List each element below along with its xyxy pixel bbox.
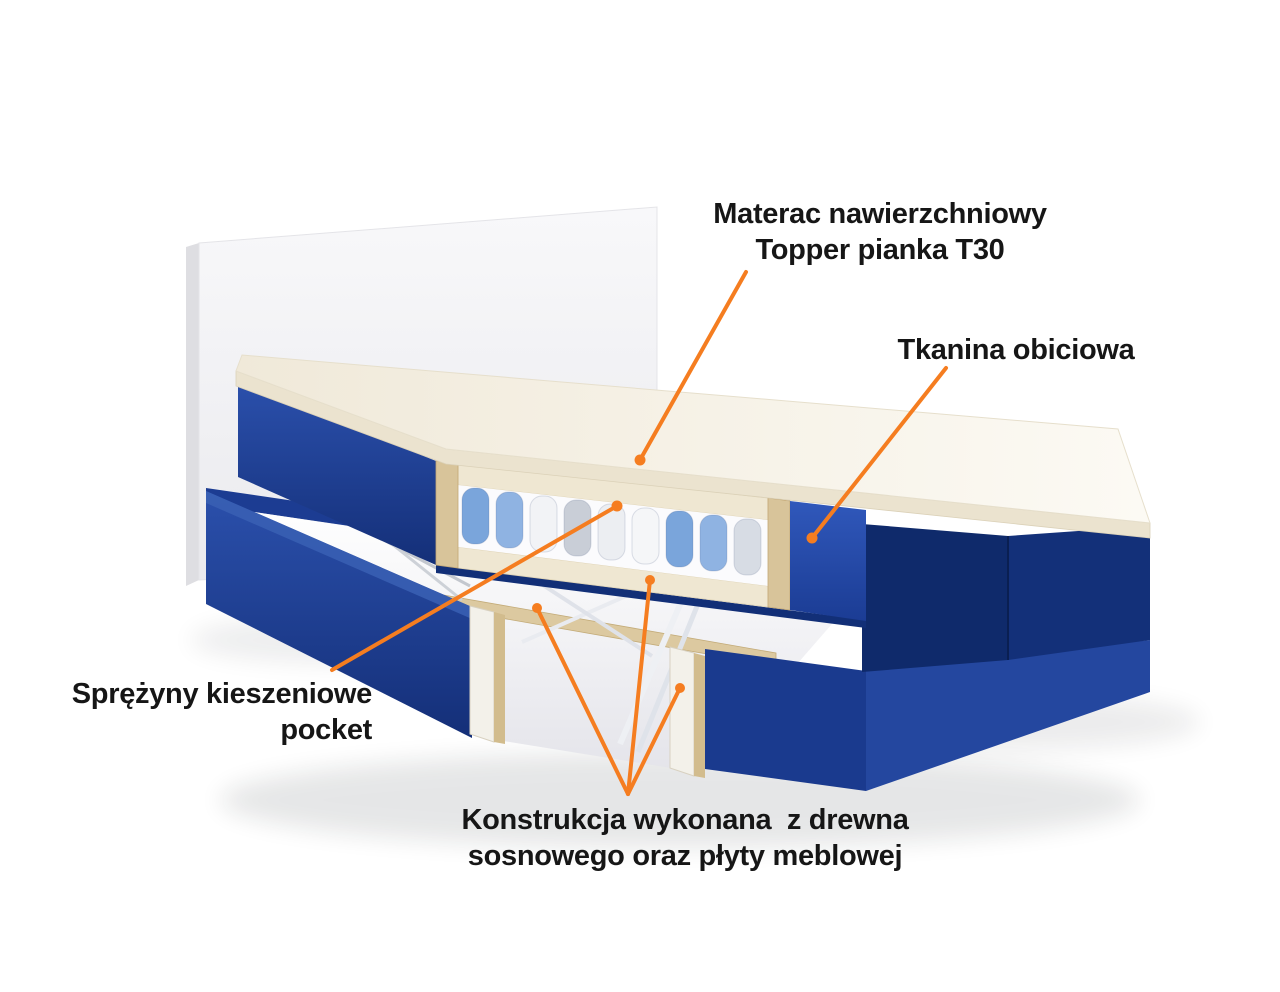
- annotation-dot-construction-right: [675, 683, 685, 693]
- label-topper: Materac nawierzchniowy Topper pianka T30: [650, 196, 1110, 268]
- annotation-dot-springs: [611, 500, 623, 512]
- label-construction: Konstrukcja wykonana z drewna sosnowego …: [420, 802, 950, 874]
- mattress-side-fabric: [790, 501, 866, 621]
- annotation-dot-construction-left: [532, 603, 542, 613]
- annotation-line-construction-left: [535, 606, 630, 796]
- label-springs-line2: pocket: [280, 714, 372, 746]
- annotation-dot-topper: [634, 454, 646, 466]
- topper: [235, 354, 1151, 539]
- label-fabric: Tkanina obiciowa: [870, 332, 1162, 368]
- wood-frame-right: [767, 497, 791, 611]
- annotation-line-fabric: [810, 366, 948, 540]
- label-construction-line2: sosnowego oraz płyty meblowej: [467, 840, 903, 872]
- annotation-line-construction-middle: [626, 578, 652, 796]
- wood-post-left: [469, 605, 505, 744]
- mattress-underside: [436, 565, 866, 628]
- wood-post-right: [669, 646, 705, 778]
- annotation-dot-fabric: [806, 532, 818, 544]
- base-left-side: [206, 491, 472, 738]
- annotation-dot-construction-middle: [645, 575, 655, 585]
- label-springs: Sprężyny kieszeniowe pocket: [28, 676, 373, 748]
- label-topper-line2: Topper pianka T30: [755, 234, 1005, 266]
- annotation-line-topper: [638, 270, 748, 462]
- label-fabric-line1: Tkanina obiciowa: [897, 334, 1135, 366]
- label-construction-line1: Konstrukcja wykonana z drewna: [461, 804, 909, 836]
- topper-surface: [235, 354, 1151, 524]
- mattress-cross-section: [435, 460, 791, 611]
- annotation-line-springs: [330, 504, 619, 672]
- label-topper-line1: Materac nawierzchniowy: [713, 198, 1047, 230]
- wood-frame-left: [435, 460, 459, 569]
- base-front-right: [705, 649, 866, 791]
- mattress-foot-section: [862, 524, 1150, 672]
- pocket-springs: [461, 487, 762, 576]
- base-foot-end: [866, 640, 1150, 791]
- annotations: [330, 270, 948, 796]
- mattress-left-side-fabric: [238, 381, 436, 565]
- label-springs-line1: Sprężyny kieszeniowe: [71, 678, 373, 710]
- annotation-line-construction-right: [626, 686, 682, 796]
